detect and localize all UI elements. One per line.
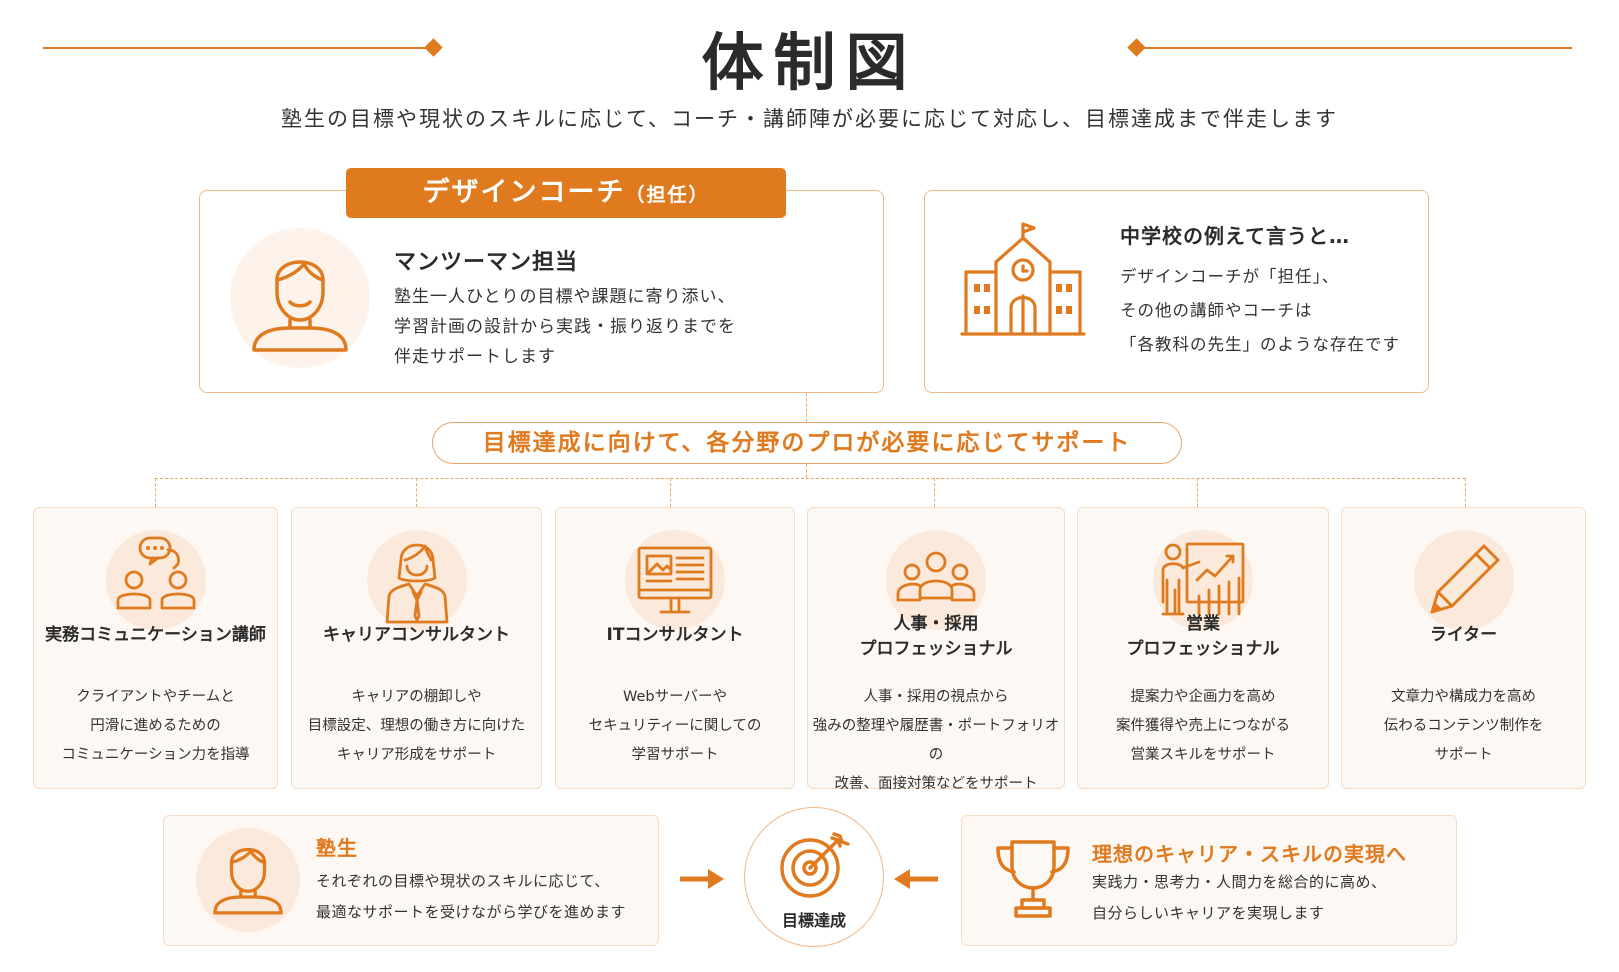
role-desc-line: 提案力や企画力を高め xyxy=(1130,689,1276,705)
role-desc: キャリアの棚卸しや 目標設定、理想の働き方に向けた キャリア形成をサポート xyxy=(292,683,541,770)
role-title-line: プロフェッショナル xyxy=(1126,639,1280,659)
coach-body-line: 伴走サポートします xyxy=(394,347,556,367)
coach-card-label: デザインコーチ（担任） xyxy=(346,168,786,218)
role-desc-line: Webサーバーや xyxy=(623,689,727,705)
pencil-icon xyxy=(1430,544,1499,614)
header-line-left xyxy=(43,47,433,49)
ideal-heading: 理想のキャリア・スキルの実現へ xyxy=(1092,842,1407,866)
support-banner: 目標達成に向けて、各分野のプロが必要に応じてサポート xyxy=(432,422,1182,464)
role-desc-line: 強みの整理や履歴書・ポートフォリオの xyxy=(812,718,1060,763)
role-card-communication: 実務コミュニケーション講師 クライアントやチームと 円滑に進めるための コミュニ… xyxy=(33,507,278,789)
connector-drop xyxy=(1465,478,1466,507)
role-desc-line: コミュニケーション力を指導 xyxy=(61,747,250,763)
role-title-line: プロフェッショナル xyxy=(859,639,1013,659)
role-title-line: 営業 xyxy=(1186,614,1220,634)
goal-circle xyxy=(744,807,884,947)
role-desc-line: 目標設定、理想の働き方に向けた xyxy=(307,718,526,734)
connector-drop xyxy=(670,478,671,507)
role-title-line: ライター xyxy=(1429,625,1498,645)
arrow-right-icon xyxy=(680,869,724,889)
student-body: それぞれの目標や現状のスキルに応じて、 最適なサポートを受けながら学びを進めます xyxy=(316,866,626,928)
connector-mid xyxy=(806,464,807,478)
role-title: 実務コミュニケーション講師 xyxy=(34,623,277,648)
role-title-line: キャリアコンサルタント xyxy=(323,625,510,645)
consultant-icon xyxy=(385,543,448,624)
student-icon xyxy=(213,848,283,915)
student-heading: 塾生 xyxy=(316,836,358,860)
role-title-line: 人事・採用 xyxy=(893,614,979,634)
school-card xyxy=(924,190,1429,393)
school-body: デザインコーチが「担任」、 その他の講師やコーチは 「各教科の先生」のような存在… xyxy=(1120,260,1400,362)
monitor-icon xyxy=(637,546,713,614)
goal-label: 目標達成 xyxy=(781,911,846,930)
role-title-line: ITコンサルタント xyxy=(606,625,744,645)
role-desc-line: 文章力や構成力を高め xyxy=(1391,689,1536,705)
role-title: 人事・採用 プロフェッショナル xyxy=(808,612,1064,662)
coach-heading: マンツーマン担当 xyxy=(394,250,579,275)
ideal-body: 実践力・思考力・人間力を総合的に高め、 自分らしいキャリアを実現します xyxy=(1092,867,1387,929)
role-desc: 文章力や構成力を高め 伝わるコンテンツ制作を サポート xyxy=(1342,683,1585,770)
role-card-sales: 営業 プロフェッショナル 提案力や企画力を高め 案件獲得や売上につながる 営業ス… xyxy=(1077,507,1329,789)
role-card-career: キャリアコンサルタント キャリアの棚卸しや 目標設定、理想の働き方に向けた キャ… xyxy=(291,507,542,789)
header-line-right xyxy=(1137,47,1572,49)
student-body-line: それぞれの目標や現状のスキルに応じて、 xyxy=(316,872,610,890)
role-desc-line: 伝わるコンテンツ制作を xyxy=(1383,718,1544,734)
role-desc: 人事・採用の視点から 強みの整理や履歴書・ポートフォリオの 改善、面接対策などを… xyxy=(808,683,1064,799)
arrow-left-icon xyxy=(894,869,938,889)
trophy-icon xyxy=(996,840,1070,918)
ideal-card xyxy=(961,815,1457,946)
page-title: 体制図 xyxy=(701,26,918,99)
role-card-it: ITコンサルタント Webサーバーや セキュリティーに関しての 学習サポート xyxy=(555,507,795,789)
ideal-body-line: 自分らしいキャリアを実現します xyxy=(1092,904,1325,922)
coach-label-text: デザインコーチ xyxy=(422,177,626,208)
communication-icon xyxy=(116,536,195,610)
role-desc-line: キャリアの棚卸しや xyxy=(351,689,482,705)
school-heading: 中学校の例えて言うと… xyxy=(1120,224,1350,248)
student-body-line: 最適なサポートを受けながら学びを進めます xyxy=(316,903,627,921)
school-body-line: その他の講師やコーチは xyxy=(1120,301,1313,320)
role-title: ライター xyxy=(1342,623,1585,648)
role-desc-line: 円滑に進めるための xyxy=(90,718,221,734)
role-card-writer: ライター 文章力や構成力を高め 伝わるコンテンツ制作を サポート xyxy=(1341,507,1586,789)
role-title-line: 実務コミュニケーション講師 xyxy=(45,625,266,645)
coach-body-line: 学習計画の設計から実践・振り返りまでを xyxy=(394,317,736,337)
role-desc-line: 人事・採用の視点から xyxy=(863,689,1009,705)
ideal-body-line: 実践力・思考力・人間力を総合的に高め、 xyxy=(1092,873,1387,891)
role-title: ITコンサルタント xyxy=(556,623,794,648)
role-desc-line: クライアントやチームと xyxy=(76,689,235,705)
school-body-line: デザインコーチが「担任」、 xyxy=(1120,267,1340,286)
connector-drop xyxy=(416,478,417,507)
role-icon-bg xyxy=(1413,530,1514,630)
role-title: キャリアコンサルタント xyxy=(292,623,541,648)
target-icon xyxy=(780,832,850,898)
team-icon xyxy=(896,551,976,602)
person-icon xyxy=(252,260,348,352)
student-avatar-bg xyxy=(196,828,300,932)
connector-drop xyxy=(934,478,935,507)
school-body-line: 「各教科の先生」のような存在です xyxy=(1120,335,1400,354)
connector-drop xyxy=(1197,478,1198,507)
role-desc-line: 案件獲得や売上につながる xyxy=(1116,718,1290,734)
connector-branch xyxy=(155,478,1465,479)
connector-drop xyxy=(155,478,156,507)
school-icon xyxy=(960,222,1086,336)
coach-body: 塾生一人ひとりの目標や課題に寄り添い、 学習計画の設計から実践・振り返りまでを … xyxy=(394,282,736,372)
role-title: 営業 プロフェッショナル xyxy=(1078,612,1328,662)
role-desc-line: 学習サポート xyxy=(631,747,719,763)
role-card-hr: 人事・採用 プロフェッショナル 人事・採用の視点から 強みの整理や履歴書・ポート… xyxy=(807,507,1065,792)
role-desc: クライアントやチームと 円滑に進めるための コミュニケーション力を指導 xyxy=(34,683,277,770)
role-desc-line: セキュリティーに関しての xyxy=(588,718,762,734)
coach-body-line: 塾生一人ひとりの目標や課題に寄り添い、 xyxy=(394,287,736,307)
role-desc-line: サポート xyxy=(1434,747,1493,763)
role-desc: Webサーバーや セキュリティーに関しての 学習サポート xyxy=(556,683,794,770)
role-desc-line: 営業スキルをサポート xyxy=(1130,747,1276,763)
presentation-icon xyxy=(1161,542,1245,616)
connector-top xyxy=(806,393,807,422)
role-desc-line: キャリア形成をサポート xyxy=(336,747,497,763)
role-desc-line: 改善、面接対策などをサポート xyxy=(834,776,1038,792)
role-desc: 提案力や企画力を高め 案件獲得や売上につながる 営業スキルをサポート xyxy=(1078,683,1328,770)
page-subtitle: 塾生の目標や現状のスキルに応じて、コーチ・講師陣が必要に応じて対応し、目標達成ま… xyxy=(281,107,1338,131)
coach-label-suffix: （担任） xyxy=(625,184,710,206)
